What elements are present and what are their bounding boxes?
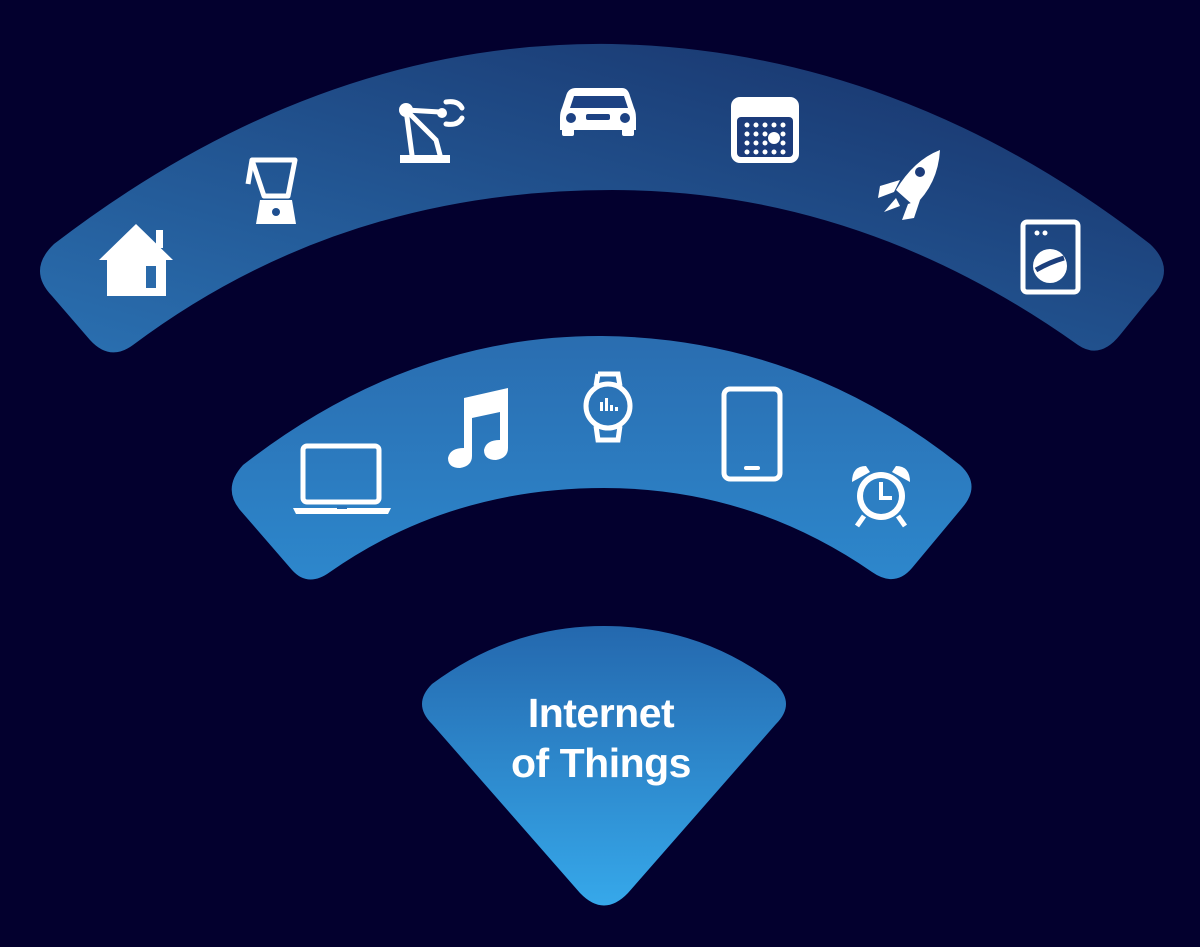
center-title-line-2: of Things bbox=[511, 740, 691, 786]
outer-wifi-arc bbox=[39, 43, 1165, 353]
center-title: Internet of Things bbox=[420, 688, 782, 788]
middle-wifi-arc bbox=[231, 335, 972, 580]
calendar-icon bbox=[731, 97, 799, 163]
robot-arm-icon bbox=[399, 99, 465, 163]
car-icon bbox=[560, 88, 636, 136]
rocket-icon bbox=[878, 150, 940, 220]
music-note-icon bbox=[448, 388, 508, 468]
blender-icon bbox=[245, 157, 298, 224]
alarm-clock-icon bbox=[852, 466, 910, 528]
washing-machine-icon bbox=[1020, 219, 1081, 295]
tablet-icon bbox=[721, 386, 783, 482]
laptop-icon bbox=[293, 443, 391, 514]
smartwatch-icon bbox=[583, 371, 633, 443]
center-wifi-wedge bbox=[422, 626, 786, 906]
house-icon bbox=[99, 224, 173, 296]
center-title-line-1: Internet bbox=[527, 690, 675, 736]
